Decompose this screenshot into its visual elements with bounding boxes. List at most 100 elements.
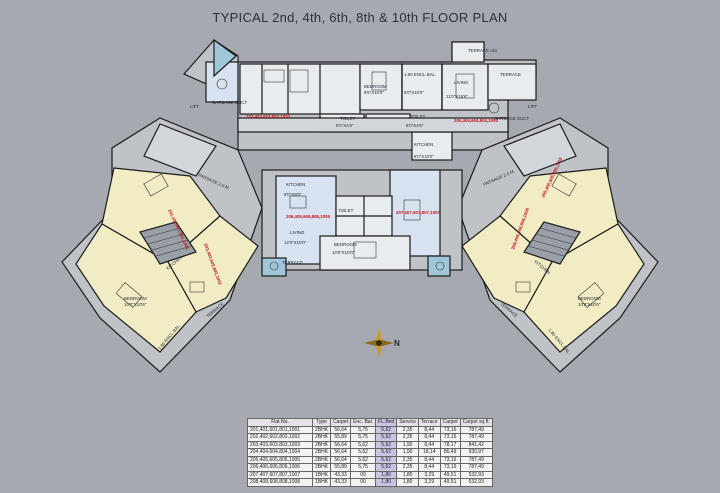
table-cell: 5,62 — [350, 455, 377, 464]
table-cell: 1,90 — [396, 440, 419, 449]
table-cell: 2,35 — [396, 433, 419, 442]
right-unit-yellow-c — [523, 223, 645, 353]
table-cell: 5,62 — [375, 425, 398, 434]
kitchen-center-label: KITCHEN — [286, 182, 305, 187]
header-service: Service — [396, 418, 419, 427]
table-cell: 787,49 — [459, 425, 493, 434]
living-top-dim: 11'0"X16'6" — [446, 94, 468, 99]
table-cell: 2,35 — [396, 463, 419, 472]
table-cell: 841,42 — [459, 440, 493, 449]
header-carpet: Carpet — [330, 418, 352, 427]
terrace-top-label: TERRACE A/C — [468, 48, 497, 53]
table-cell: 532,93 — [459, 470, 493, 479]
table-cell: 2BHK — [311, 455, 332, 464]
table-cell: 3,29 — [417, 478, 441, 487]
table-cell: 00 — [350, 470, 377, 479]
bedroom-center-dim: 10'0"X10'0" — [332, 250, 355, 255]
table-cell: 5,62 — [375, 463, 398, 472]
terrace-top — [451, 41, 485, 63]
table-cell: 787,49 — [459, 463, 493, 472]
bedroom-left-dim: 10'0"X10'6" — [124, 302, 147, 307]
table-cell: 2,35 — [396, 455, 419, 464]
table-cell: 5,62 — [375, 440, 398, 449]
unit-top-left-rooms — [239, 63, 361, 115]
top-left-triangle-glass — [213, 38, 237, 78]
encl-bal-top — [401, 63, 443, 111]
table-cell: 73,16 — [439, 433, 461, 442]
table-cell: 5,62 — [350, 448, 377, 457]
terrace-center-label: TERRACE — [282, 260, 303, 265]
right-wing — [457, 117, 659, 373]
toilet-1-dim: 8'0"X4'6" — [336, 123, 354, 128]
kitchen-center-dim: 8'0"X8'0" — [284, 192, 302, 197]
garbage-duct-left-label: GARBAGE DUCT — [212, 100, 247, 105]
floor-plan-drawing: TERRACE A/C TERRACE BEDROOM 9'6"X10'0" 1… — [61, 38, 659, 373]
table-cell: 2BHK — [311, 433, 332, 442]
table-cell: 2BHK — [311, 448, 332, 457]
table-cell: 8,44 — [417, 433, 441, 442]
table-cell: 1,80 — [396, 478, 419, 487]
table-cell: 78,17 — [439, 440, 461, 449]
left-wing — [61, 117, 263, 373]
header-enc-bal: Enc. Bal. — [350, 418, 377, 427]
encl-bal-top-label: 1.80 ENCL.BAL. — [404, 72, 436, 77]
top-wing — [183, 38, 537, 161]
table-cell: 208,408,608,808,1008 — [247, 478, 313, 487]
compass-icon — [364, 328, 394, 358]
toilet-1-label: TOILET — [340, 116, 356, 121]
unit-number-top-right: 204,404,604,804,1004 — [454, 118, 499, 123]
table-cell: 8,44 — [417, 425, 441, 434]
table-cell: 43,33 — [330, 478, 352, 487]
table-cell: 73,16 — [439, 425, 461, 434]
table-cell: 56,64 — [330, 425, 352, 434]
table-cell: 203,403,603,803,1003 — [247, 440, 313, 449]
bedroom-top-label: BEDROOM — [364, 84, 387, 89]
table-cell: 5,75 — [350, 463, 377, 472]
lift-right-label: LIFT — [528, 104, 537, 109]
table-cell: 204,404,604,804,1004 — [247, 448, 313, 457]
living-center-dim: 12'0"X10'0" — [284, 240, 307, 245]
table-cell: 55,89 — [330, 433, 352, 442]
unit-number-top-left: 203,403,603,803,1003 — [246, 114, 291, 119]
unit-number-center-right: 207,407,607,807,1007 — [396, 210, 441, 215]
table-cell: 5,62 — [375, 433, 398, 442]
encl-bal-top-dim: 5'0"X10'0" — [404, 90, 424, 95]
terrace-center-left — [261, 257, 287, 277]
table-cell: 73,16 — [439, 463, 461, 472]
table-cell: 5,62 — [375, 455, 398, 464]
toilet-2-label: TOILET — [410, 114, 426, 119]
area-statement-table: Flat No. Type Carpet Enc. Bal. FL.Bed Se… — [247, 418, 493, 487]
table-cell: 206,406,606,806,1006 — [247, 463, 313, 472]
table-cell: 1,80 — [375, 470, 398, 479]
table-cell: 1BHK — [311, 470, 332, 479]
table-cell: 49,51 — [439, 478, 461, 487]
table-cell: 201,401,601,801,1001 — [247, 425, 313, 434]
unit-number-center-left: 206,406,606,806,1006 — [286, 214, 331, 219]
bedroom-top — [359, 63, 403, 111]
table-cell: 787,49 — [459, 455, 493, 464]
table-cell: 2,35 — [396, 425, 419, 434]
table-cell: 930,97 — [459, 448, 493, 457]
table-cell: 1,80 — [396, 470, 419, 479]
table-cell: 56,64 — [330, 448, 352, 457]
table-cell: 2BHK — [311, 440, 332, 449]
center-block — [261, 169, 463, 277]
terrace-top-right — [487, 63, 537, 101]
table-cell: 18,14 — [417, 448, 441, 457]
table-cell: 2BHK — [311, 425, 332, 434]
table-cell: 532,93 — [459, 478, 493, 487]
table-cell: 8,44 — [417, 440, 441, 449]
table-cell: 8,44 — [417, 463, 441, 472]
table-cell: 205,405,605,805,1005 — [247, 455, 313, 464]
table-cell: 1BHK — [311, 478, 332, 487]
header-fl-bed: FL.Bed — [375, 418, 398, 427]
table-header-row: Flat No. Type Carpet Enc. Bal. FL.Bed Se… — [247, 418, 493, 427]
table-cell: 202,402,602,802,1002 — [247, 433, 313, 442]
header-carpet-sqft: Carpet sq.ft. — [459, 418, 493, 427]
living-center-label: LIVING — [290, 230, 305, 235]
